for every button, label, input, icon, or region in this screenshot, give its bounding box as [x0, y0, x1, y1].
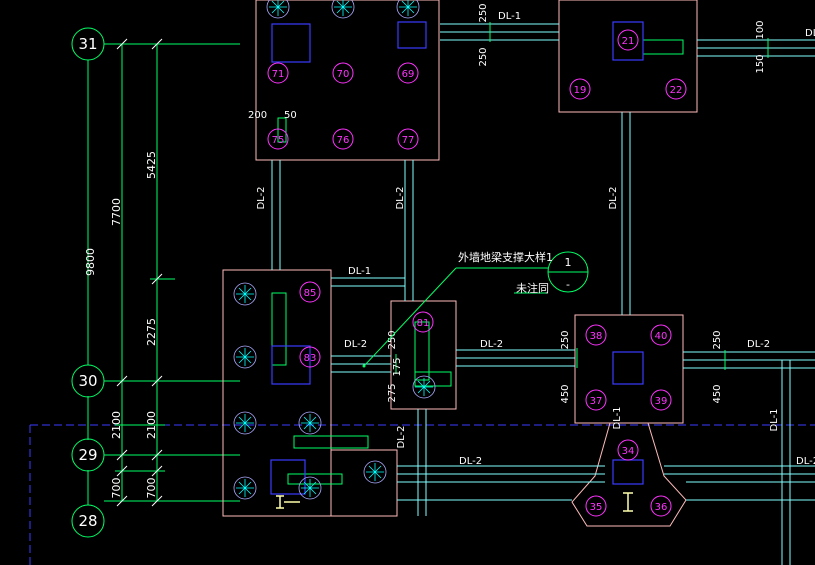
- beam-label-b12: DL-1: [769, 408, 780, 431]
- section-symbols: [276, 492, 633, 512]
- beam-label-b13: DL-2: [796, 456, 815, 467]
- beam-label-b9: DL-2: [396, 425, 407, 448]
- dimension-2100-outer: 2100: [110, 411, 123, 439]
- dimension-7700: 7700: [110, 198, 123, 226]
- pile-label-69: 69: [402, 69, 415, 80]
- callout-detail-number: 1: [565, 256, 572, 269]
- beam-label-b5: DL-1: [348, 266, 371, 277]
- offset-label-o13: 450: [712, 384, 723, 403]
- callout-leader-dot: [362, 364, 366, 368]
- callout-title: 外墙地梁支撑大样1: [458, 250, 553, 264]
- pile-label-39: 39: [655, 396, 668, 407]
- pile-label-76: 76: [337, 135, 350, 146]
- beam-label-b10: DL-2: [459, 456, 482, 467]
- axis-grid-lines: [87, 43, 240, 505]
- offset-labels: 250 250 100 150 200 50 250 175 275 250 4…: [248, 3, 766, 403]
- detail-callout[interactable]: 外墙地梁支撑大样1 未注同 1 -: [362, 250, 589, 368]
- pile-label-37: 37: [590, 396, 603, 407]
- pile-label-34: 34: [622, 446, 635, 457]
- offset-label-o5: 200: [248, 110, 267, 121]
- pile-label-77: 77: [402, 135, 415, 146]
- axis-bubble-29[interactable]: 29: [71, 438, 105, 472]
- dimension-700-outer: 700: [110, 478, 123, 499]
- beam-label-b11: DL-1: [612, 406, 623, 429]
- pile-label-83: 83: [304, 353, 317, 364]
- beam-label-b7: DL-2: [480, 339, 503, 350]
- pile-label-40: 40: [655, 331, 668, 342]
- hatched-piles: [233, 0, 436, 500]
- axis-label-28: 28: [78, 512, 97, 530]
- offset-label-o4: 150: [755, 54, 766, 73]
- pile-label-21: 21: [622, 36, 635, 47]
- beam-label-b3: DL-2: [395, 186, 406, 209]
- dimension-lines: [115, 44, 175, 501]
- dimension-2275: 2275: [145, 318, 158, 346]
- offset-marks: [271, 22, 769, 485]
- offset-label-o12: 250: [712, 330, 723, 349]
- beam-label-b8: DL-2: [747, 339, 770, 350]
- dimension-2100-inner: 2100: [145, 411, 158, 439]
- offset-label-o6: 50: [284, 110, 297, 121]
- offset-label-o3: 100: [755, 20, 766, 39]
- dimension-ticks: [116, 38, 163, 507]
- pile-label-19: 19: [574, 85, 587, 96]
- dimension-9800: 9800: [84, 248, 97, 276]
- pile-label-70: 70: [337, 69, 350, 80]
- numbered-piles: [267, 29, 687, 517]
- pile-label-71: 71: [272, 69, 285, 80]
- dimension-5425: 5425: [145, 151, 158, 179]
- pile-label-22: 22: [670, 85, 683, 96]
- callout-subtitle: 未注同: [516, 281, 549, 295]
- offset-label-o2: 250: [478, 47, 489, 66]
- beam-label-b4: DL-2: [608, 186, 619, 209]
- beam-label-b14: DL-: [805, 28, 815, 39]
- boundary-line: [29, 424, 815, 565]
- offset-label-o9: 275: [387, 383, 398, 402]
- beam-labels: DL-1 DL-2 DL-2 DL-2 DL-1 DL-2 DL-2 DL-2 …: [256, 11, 815, 467]
- column-stubs: [270, 21, 644, 495]
- axis-bubble-30[interactable]: 30: [71, 364, 105, 398]
- axis-label-30: 30: [78, 372, 97, 390]
- pile-label-75: 75: [272, 135, 285, 146]
- axis-bubble-31[interactable]: 31: [71, 27, 105, 61]
- axis-label-29: 29: [78, 446, 97, 464]
- pile-label-38: 38: [590, 331, 603, 342]
- dimension-700-inner: 700: [145, 478, 158, 499]
- offset-label-o7: 250: [387, 330, 398, 349]
- beam-label-b6: DL-2: [344, 339, 367, 350]
- offset-label-o11: 450: [560, 384, 571, 403]
- pile-label-81: 81: [417, 318, 430, 329]
- offset-label-o1: 250: [478, 3, 489, 22]
- beam-label-b2: DL-2: [256, 186, 267, 209]
- beam-label-b1: DL-1: [498, 11, 521, 22]
- pile-labels: 71 70 69 75 76 77 21 19 22 85 83 81 38 4…: [272, 36, 683, 513]
- callout-sheet: -: [566, 278, 570, 291]
- offset-label-o10: 250: [560, 330, 571, 349]
- pile-label-35: 35: [590, 502, 603, 513]
- axis-label-31: 31: [78, 35, 97, 53]
- axis-bubble-28[interactable]: 28: [71, 504, 105, 538]
- pile-label-36: 36: [655, 502, 668, 513]
- offset-label-o8: 175: [392, 357, 403, 376]
- pile-label-85: 85: [304, 288, 317, 299]
- foundation-beams: [271, 23, 815, 565]
